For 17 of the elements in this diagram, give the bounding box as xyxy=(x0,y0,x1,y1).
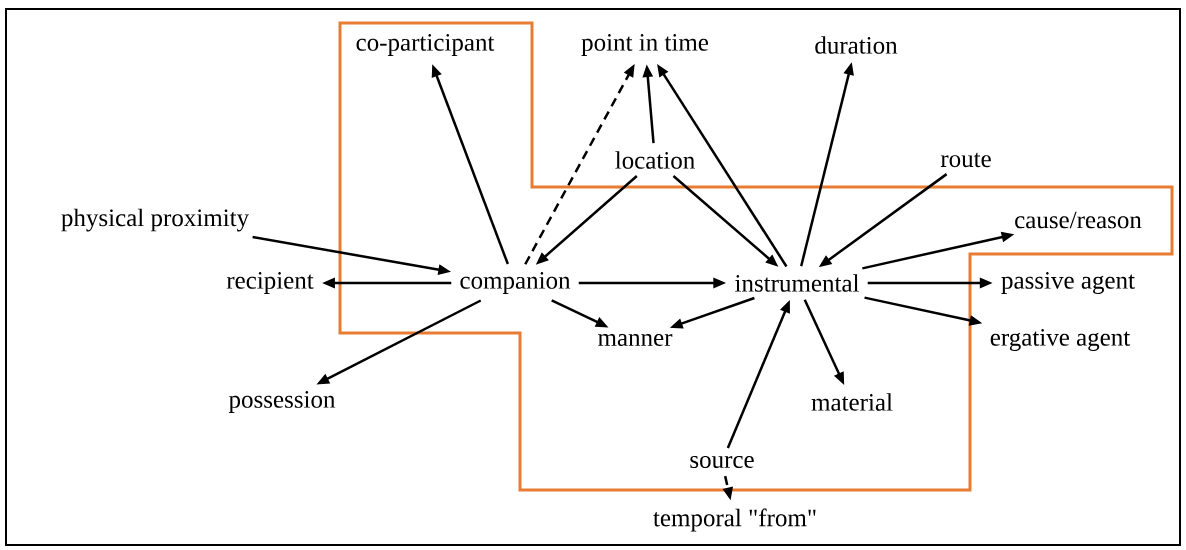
term-label: cause/reason xyxy=(1015,211,1142,229)
term-label: companion xyxy=(460,272,571,294)
term-label: source xyxy=(690,456,754,469)
term-label: material xyxy=(811,393,893,411)
term-label: duration xyxy=(815,36,898,54)
term-label: physical proximity xyxy=(61,208,249,232)
term-label: temporal "from" xyxy=(653,508,816,532)
term-label: route xyxy=(940,152,991,168)
term-label: passive agent xyxy=(1001,272,1135,294)
term-label: possession xyxy=(228,391,336,413)
term-label: location xyxy=(615,151,695,169)
term-label: co-participant xyxy=(356,34,495,56)
term-label: instrumental xyxy=(735,274,859,292)
term-label: manner xyxy=(598,334,673,346)
term-label: point in time xyxy=(581,34,709,56)
term-label: ergative agent xyxy=(990,329,1131,351)
term-label: recipient xyxy=(226,272,314,294)
